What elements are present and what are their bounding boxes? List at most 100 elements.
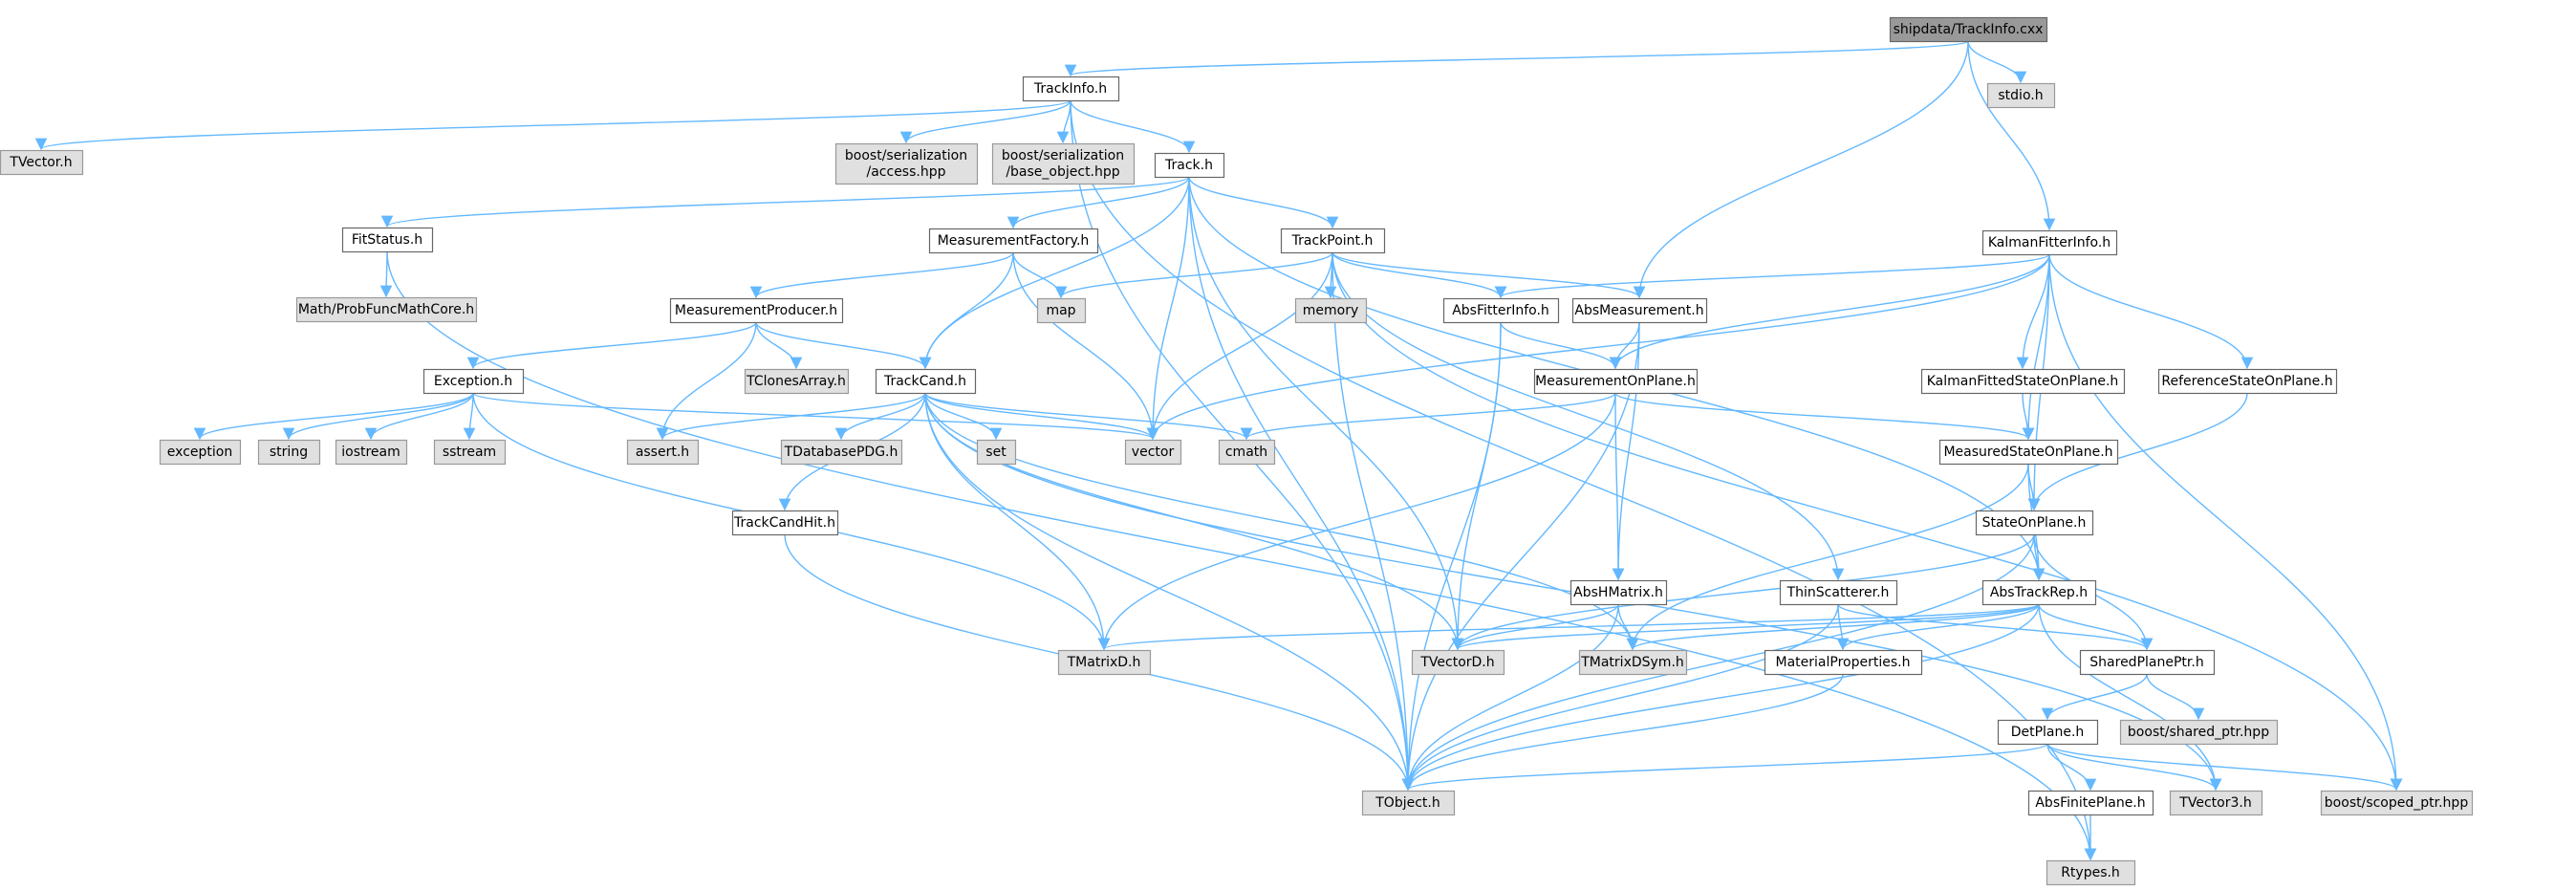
node-fitstatus[interactable]: FitStatus.h <box>341 227 434 253</box>
edge-measproducer-to-exception <box>466 321 757 370</box>
node-memory[interactable]: memory <box>1294 297 1368 324</box>
edge-measproducer-to-tclonesarray <box>755 321 803 370</box>
edge-measproducer-to-asserth <box>656 321 757 441</box>
node-absfitterinfo[interactable]: AbsFitterInfo.h <box>1442 297 1560 324</box>
node-cmath[interactable]: cmath <box>1218 439 1276 466</box>
node-label: StateOnPlane.h <box>1982 515 2087 531</box>
edge-track-to-trackcand <box>919 176 1190 370</box>
edge-measonplane-to-cmath <box>1240 392 1616 441</box>
node-set[interactable]: set <box>976 439 1017 466</box>
edge-thinscatterer-to-tobject <box>1401 603 1839 792</box>
node-label: AbsFitterInfo.h <box>1452 303 1549 318</box>
node-tvector[interactable]: TVector.h <box>0 149 84 176</box>
node-label: iostream <box>341 445 400 460</box>
node-root[interactable]: shipdata/TrackInfo.cxx <box>1889 16 2048 43</box>
edge-track-to-tobject <box>1188 176 1415 792</box>
node-label: ReferenceStateOnPlane.h <box>2161 374 2332 389</box>
edge-trackcand-to-tobject <box>924 392 1415 792</box>
node-label: KalmanFittedStateOnPlane.h <box>1927 374 2119 389</box>
node-label: MeasurementFactory.h <box>938 233 1090 249</box>
node-thinscatterer[interactable]: ThinScatterer.h <box>1779 579 1898 606</box>
node-label: MaterialProperties.h <box>1776 655 1911 670</box>
node-tvector3[interactable]: TVector3.h <box>2169 790 2263 816</box>
node-absmeasurement[interactable]: AbsMeasurement.h <box>1571 297 1708 324</box>
edge-abshmatrix-to-tobject <box>1401 603 1619 792</box>
edge-track-to-tvectord <box>1188 176 1464 651</box>
node-tobject[interactable]: TObject.h <box>1361 790 1456 816</box>
node-box <box>1442 297 1560 324</box>
edge-measonplane-to-measstate <box>1614 392 2035 441</box>
node-boost_scoped[interactable]: boost/scoped_ptr.hpp <box>2320 790 2474 816</box>
node-box <box>1779 579 1898 606</box>
edge-trackpoint-to-vector <box>1146 251 1333 441</box>
edge-trackcand-to-tdatabasepdg <box>834 392 926 441</box>
node-trackinfo[interactable]: TrackInfo.h <box>1022 76 1120 102</box>
node-tdatabasepdg[interactable]: TDatabasePDG.h <box>780 439 903 466</box>
node-detplane[interactable]: DetPlane.h <box>1997 719 2099 746</box>
node-trackcandhit[interactable]: TrackCandHit.h <box>731 510 839 536</box>
node-matprops[interactable]: MaterialProperties.h <box>1764 649 1923 676</box>
node-track[interactable]: Track.h <box>1154 152 1225 179</box>
edge-absmeasurement-to-abshmatrix <box>1612 321 1640 581</box>
node-exc_std[interactable]: exception <box>159 439 242 466</box>
edge-absfitterinfo-to-tvectord <box>1451 321 1502 651</box>
node-absfiniteplane[interactable]: AbsFinitePlane.h <box>2027 790 2154 816</box>
node-boost_access[interactable]: boost/serialization/access.hpp <box>834 142 979 185</box>
edge-abstrackrep-to-matprops <box>1836 603 2040 651</box>
node-iostream[interactable]: iostream <box>335 439 408 466</box>
node-trackpoint[interactable]: TrackPoint.h <box>1280 228 1386 254</box>
node-sharedplaneptr[interactable]: SharedPlanePtr.h <box>2079 649 2216 676</box>
node-measstate[interactable]: MeasuredStateOnPlane.h <box>1938 439 2119 466</box>
node-rtypes[interactable]: Rtypes.h <box>2046 859 2136 886</box>
node-abshmatrix[interactable]: AbsHMatrix.h <box>1569 579 1668 606</box>
node-trackcand[interactable]: TrackCand.h <box>875 368 977 395</box>
edge-measfactory-to-trackcand <box>919 251 1014 370</box>
node-box <box>341 227 434 253</box>
node-measonplane[interactable]: MeasurementOnPlane.h <box>1533 368 1699 395</box>
node-label: boost/scoped_ptr.hpp <box>2325 795 2469 811</box>
node-boost_shared[interactable]: boost/shared_ptr.hpp <box>2119 719 2279 746</box>
node-label: sstream <box>443 445 496 460</box>
edge-root-to-stdio <box>1967 40 2027 84</box>
edge-trackcand-to-tmatrixdsym <box>924 392 1639 651</box>
edge-absfitterinfo-to-tobject <box>1401 321 1502 792</box>
node-map[interactable]: map <box>1036 297 1087 324</box>
node-box <box>1997 719 2099 746</box>
node-vector[interactable]: vector <box>1124 439 1182 466</box>
node-exception[interactable]: Exception.h <box>422 368 525 395</box>
node-box <box>875 368 977 395</box>
node-asserth[interactable]: assert.h <box>626 439 700 466</box>
node-kalmanfitterinfo[interactable]: KalmanFitterInfo.h <box>1981 229 2118 256</box>
node-string[interactable]: string <box>257 439 321 466</box>
node-stateonplane[interactable]: StateOnPlane.h <box>1975 510 2094 536</box>
node-kalmanfitted[interactable]: KalmanFittedStateOnPlane.h <box>1920 368 2126 395</box>
node-measfactory[interactable]: MeasurementFactory.h <box>928 228 1099 254</box>
node-label: DetPlane.h <box>2011 725 2085 740</box>
node-tvectord[interactable]: TVectorD.h <box>1411 649 1505 676</box>
node-box <box>2027 790 2154 816</box>
node-label: stdio.h <box>1998 88 2043 103</box>
edge-matprops-to-tobject <box>1401 673 1844 792</box>
node-tmatrixdsym[interactable]: TMatrixDSym.h <box>1578 649 1688 676</box>
node-boost_baseobj[interactable]: boost/serialization/base_object.hpp <box>991 142 1136 185</box>
node-box <box>1975 510 2094 536</box>
node-box <box>159 439 242 466</box>
node-label: ThinScatterer.h <box>1786 585 1890 600</box>
node-box <box>0 149 84 176</box>
node-tmatrixd[interactable]: TMatrixD.h <box>1057 649 1152 676</box>
node-sstream[interactable]: sstream <box>433 439 507 466</box>
node-probfunc[interactable]: Math/ProbFuncMathCore.h <box>295 296 478 323</box>
edge-absmeasurement-to-tobject <box>1401 321 1640 792</box>
node-label: MeasurementOnPlane.h <box>1535 374 1696 389</box>
node-box <box>1986 82 2056 109</box>
edge-detplane-to-tvector3 <box>2046 743 2222 792</box>
node-refstate[interactable]: ReferenceStateOnPlane.h <box>2157 368 2338 395</box>
edge-track-to-measfactory <box>1007 176 1190 229</box>
node-abstrackrep[interactable]: AbsTrackRep.h <box>1981 579 2097 606</box>
node-stdio[interactable]: stdio.h <box>1986 82 2056 109</box>
edge-exception-to-vector <box>472 392 1158 441</box>
node-tclonesarray[interactable]: TClonesArray.h <box>744 368 850 395</box>
node-label: assert.h <box>636 445 689 460</box>
node-measproducer[interactable]: MeasurementProducer.h <box>669 297 844 324</box>
node-box <box>626 439 700 466</box>
